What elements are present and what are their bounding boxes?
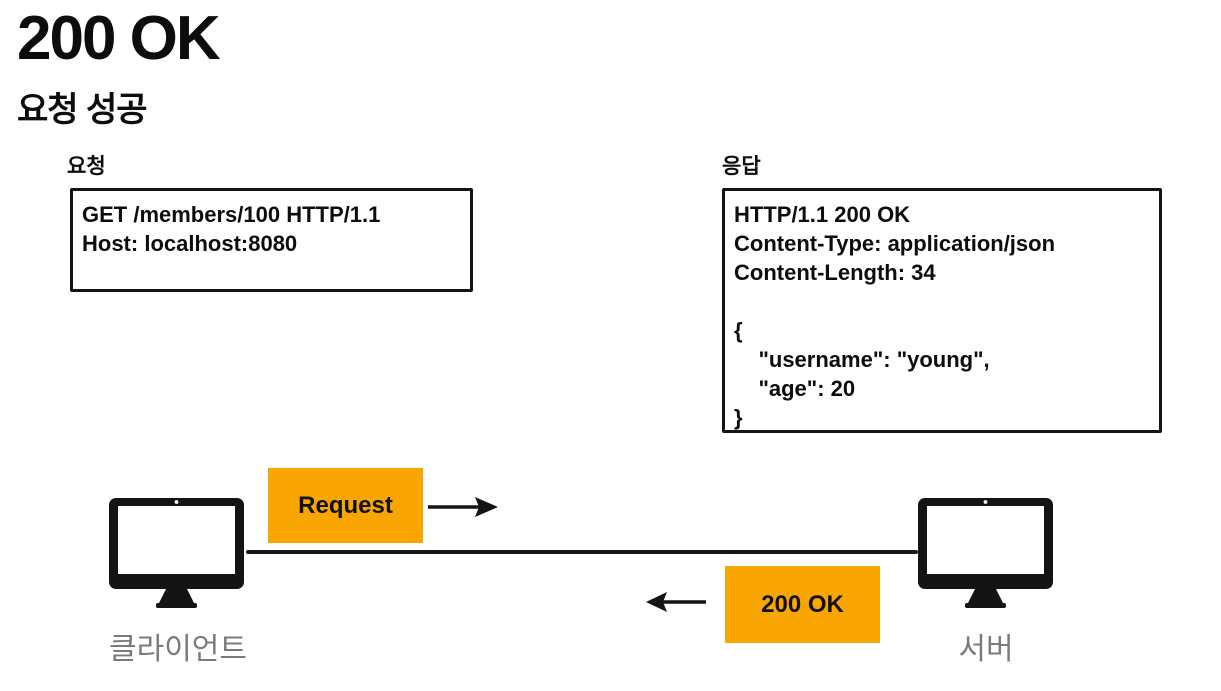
- request-arrow-icon: [428, 497, 498, 517]
- request-badge: Request: [268, 468, 423, 543]
- page-subtitle: 요청 성공: [17, 91, 148, 129]
- request-line: GET /members/100 HTTP/1.1: [82, 202, 381, 227]
- response-line: {: [734, 318, 743, 343]
- page-title: 200 OK: [17, 4, 221, 73]
- server-label: 서버: [958, 633, 1014, 666]
- response-line: [734, 287, 1151, 316]
- request-line: Host: localhost:8080: [82, 231, 298, 256]
- response-line: "age": 20: [734, 376, 856, 401]
- client-computer-icon: [109, 498, 244, 608]
- response-line: Content-Length: 34: [734, 260, 936, 285]
- connection-line: [246, 550, 918, 554]
- client-label: 클라이언트: [109, 633, 247, 666]
- response-line: "username": "young",: [734, 347, 990, 372]
- response-panel-label: 응답: [722, 155, 761, 178]
- server-computer-icon: [918, 498, 1053, 608]
- response-line: HTTP/1.1 200 OK: [734, 202, 911, 227]
- response-message-box: HTTP/1.1 200 OK Content-Type: applicatio…: [722, 188, 1162, 433]
- request-message-box: GET /members/100 HTTP/1.1 Host: localhos…: [70, 188, 473, 292]
- response-line: Content-Type: application/json: [734, 231, 1056, 256]
- request-panel-label: 요청: [67, 155, 106, 178]
- response-badge: 200 OK: [725, 566, 880, 643]
- response-arrow-icon: [646, 592, 706, 612]
- response-line: }: [734, 405, 743, 430]
